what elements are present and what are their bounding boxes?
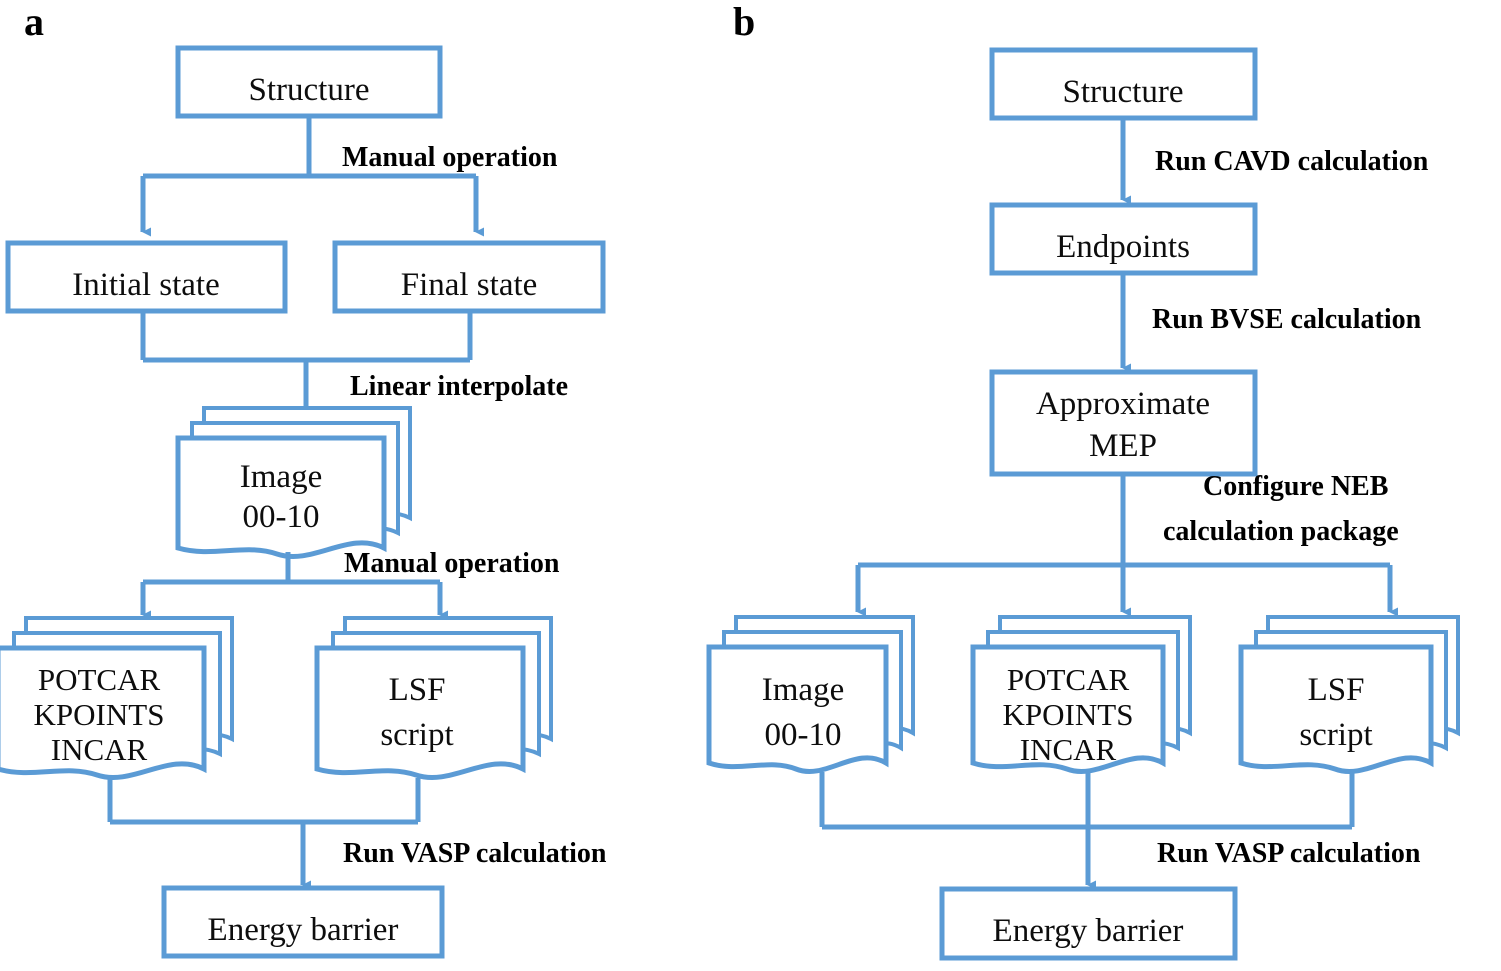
a-node-final-state-label: Final state <box>401 267 538 303</box>
b-node-approximate-mep-label-line2: MEP <box>1089 428 1157 464</box>
b-node-energy-barrier <box>939 886 1238 961</box>
panel-b-letter: b <box>733 0 756 44</box>
a-edge-label-linear-interpolate: Linear interpolate <box>350 371 568 402</box>
a-node-initial-state-label: Initial state <box>72 267 220 303</box>
a-node-potcar-stack-front <box>0 645 207 780</box>
b-node-endpoints-label: Endpoints <box>1056 229 1190 265</box>
a-node-energy-barrier-label: Energy barrier <box>208 912 399 948</box>
a-node-energy-barrier <box>161 885 445 959</box>
a-node-potcar-label-line1: POTCAR <box>38 662 161 697</box>
a-node-lsf-label-line1: LSF <box>389 672 446 708</box>
b-node-lsf-label-line2: script <box>1299 717 1372 753</box>
b-node-structure-label: Structure <box>1063 74 1184 110</box>
a-node-potcar-label-line3: INCAR <box>51 732 148 767</box>
b-node-image-stack-front <box>706 644 889 774</box>
b-edge-label-run-cavd: Run CAVD calculation <box>1155 146 1429 177</box>
b-edge-label-run-bvse: Run BVSE calculation <box>1152 304 1422 335</box>
a-node-initial-state <box>5 240 288 314</box>
b-node-image-label-line1: Image <box>762 672 844 708</box>
b-node-potcar-stack-front <box>970 644 1166 774</box>
a-node-image-stack-front <box>175 435 387 559</box>
a-node-structure <box>175 45 443 119</box>
b-edge-label-run-vasp: Run VASP calculation <box>1157 838 1421 869</box>
a-node-potcar-label-line2: KPOINTS <box>34 697 165 732</box>
a-node-lsf-label-line2: script <box>380 717 453 753</box>
b-node-lsf-label-line1: LSF <box>1308 672 1365 708</box>
b-node-energy-barrier-label: Energy barrier <box>993 913 1184 949</box>
a-node-lsf-stack-front <box>314 645 526 780</box>
a-node-image-label-line2: 00-10 <box>243 499 320 535</box>
b-node-lsf-stack-front <box>1238 644 1434 774</box>
a-edge-label-run-vasp: Run VASP calculation <box>343 838 607 869</box>
b-edge-label-configure-neb-line1: Configure NEB <box>1203 471 1388 502</box>
b-node-approximate-mep-label-line1: Approximate <box>1036 386 1210 422</box>
a-edge-label-manual-2: Manual operation <box>344 548 560 579</box>
panel-a-letter: a <box>24 0 44 44</box>
b-node-potcar-label-line3: INCAR <box>1020 732 1117 767</box>
a-edge-label-manual-1: Manual operation <box>342 142 558 173</box>
b-node-potcar-label-line1: POTCAR <box>1007 662 1130 697</box>
a-node-structure-label: Structure <box>249 72 370 108</box>
b-edge-label-configure-neb-line2: calculation package <box>1163 516 1399 547</box>
a-node-image-label-line1: Image <box>240 459 322 495</box>
b-node-potcar-label-line2: KPOINTS <box>1003 697 1134 732</box>
b-node-image-label-line2: 00-10 <box>765 717 842 753</box>
